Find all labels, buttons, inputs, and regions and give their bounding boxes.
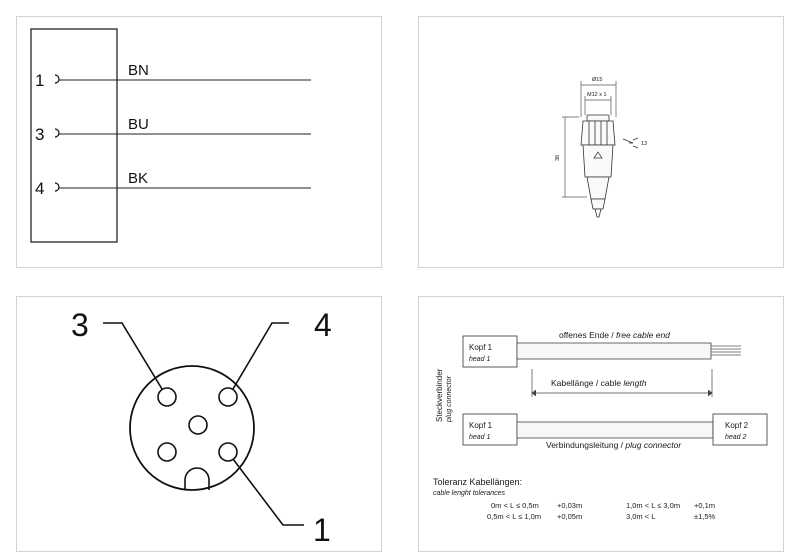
free-end-label: offenes Ende / free cable end [559,330,670,340]
pin-label-4: 4 [314,307,332,343]
head-1-box-bottom [462,413,518,446]
wire-1: 1 BN [35,62,311,90]
pin-layout-diagram: 3 4 1 [71,307,332,548]
pin-4-contact [218,387,238,407]
leader-line-pin-1 [232,458,304,526]
head-1-box-top [462,335,518,368]
pin-number: 1 [35,71,44,90]
wiring-diagram-panel: 1 BN 3 BU 4 BK [16,16,382,268]
connector-outline [580,114,616,218]
tolerance-range: 0,5m < L ≤ 1,0m [487,512,541,521]
connector-body [30,28,118,243]
connector-cable-label: Verbindungsleitung / plug connector [546,440,682,450]
wire-color-label: BN [128,62,149,79]
tolerance-range: 0m < L ≤ 0,5m [491,501,539,510]
pin-1-contact [218,442,238,462]
wire-color-label: BK [128,170,148,187]
socket-contact-icon [54,128,60,138]
wire-3: 3 BU [35,116,311,144]
pin-number: 3 [35,125,44,144]
connector-face-outline [129,365,255,491]
head-1-subtitle: head 1 [469,434,491,441]
wire-color-label: BU [128,116,149,133]
thread-label: M12 x 1 [587,92,607,98]
side-label-de: Steckverbinder [435,368,444,422]
head-2-subtitle: head 2 [725,434,747,441]
head-2-title: Kopf 2 [725,421,749,430]
socket-contact-icon [54,74,60,84]
head-1-title: Kopf 1 [469,421,493,430]
pin-label-1: 1 [313,512,331,548]
tolerance-range: 3,0m < L [626,512,655,521]
cable-sheath-top [516,342,712,360]
socket-contact-icon [54,182,60,192]
leader-line-pin-4 [232,322,289,390]
cable-sheath-bottom [516,421,714,439]
tolerance-title: Toleranz Kabellängen: [433,477,522,487]
cable-length-label: Kabellänge / cable length [551,378,647,388]
dimension-drawing-panel: Ø15 M12 x 1 38 13 [418,16,784,268]
side-label-en: plug connector [446,375,453,423]
wrench-size-label: 13 [641,141,647,147]
triangle-marker-icon [593,151,603,159]
cable-configuration-panel: Steckverbinder plug connector Kopf 1 hea… [418,296,784,552]
diameter-label: Ø15 [592,77,602,83]
tolerance-value: +0,1m [694,501,715,510]
wrench-icon [622,137,639,149]
dimension-drawing: Ø15 M12 x 1 38 13 [555,77,647,218]
wire-4: 4 BK [35,170,311,198]
free-wire-ends [711,345,741,356]
wiring-diagram: 1 BN 3 BU 4 BK [30,28,311,243]
length-label: 38 [555,155,561,161]
cable-diagram: Steckverbinder plug connector Kopf 1 hea… [433,330,768,521]
coding-key [184,467,210,490]
leader-line-pin-3 [103,322,163,390]
head-2-box [712,413,768,446]
tolerance-range: 1,0m < L ≤ 3,0m [626,501,680,510]
pin-layout-panel: 3 4 1 [16,296,382,552]
tolerance-value: ±1,5% [694,512,716,521]
head-1-title: Kopf 1 [469,343,493,352]
pin-number: 4 [35,179,44,198]
tolerance-value: +0,05m [557,512,582,521]
pin-2-contact [157,442,177,462]
head-1-subtitle: head 1 [469,356,491,363]
tolerance-subtitle: cable lenght tolerances [433,490,505,497]
pin-3-contact [157,387,177,407]
tolerance-value: +0,03m [557,501,582,510]
pin-label-3: 3 [71,307,89,343]
pin-5-contact [188,415,208,435]
tolerance-table: 0m < L ≤ 0,5m +0,03m 1,0m < L ≤ 3,0m +0,… [487,501,716,521]
